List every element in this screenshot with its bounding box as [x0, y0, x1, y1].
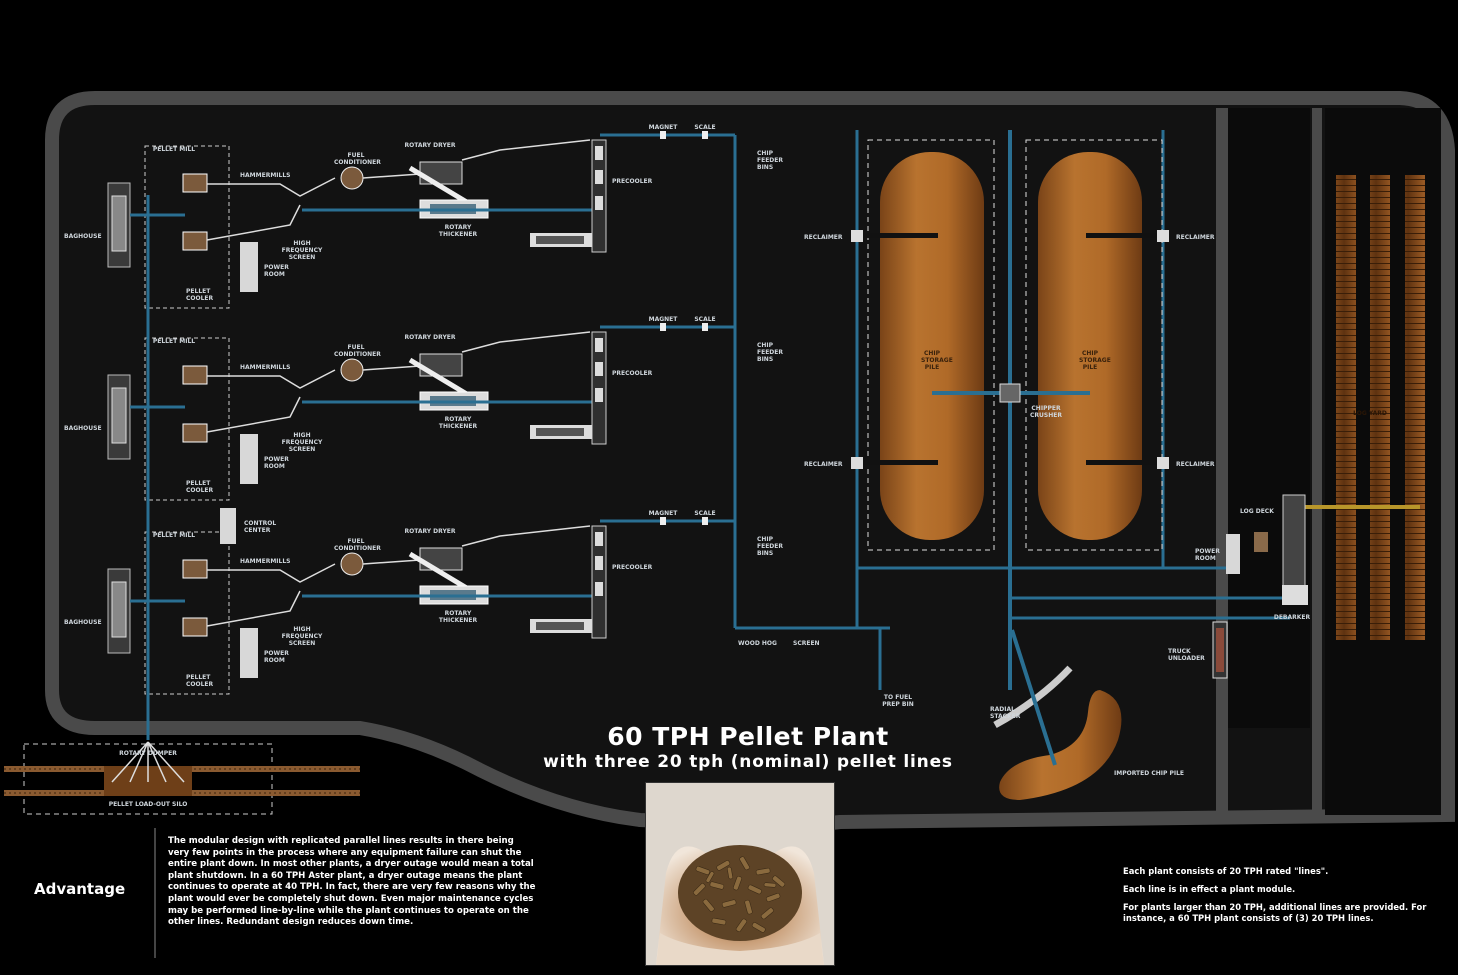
rotary-thickener-label: ROTARY THICKENER: [438, 610, 478, 624]
pellet-mill-label: PELLET MILL: [152, 338, 196, 345]
reclaimer-label: RECLAIMER: [1176, 461, 1215, 468]
rotary-thickener-label: ROTARY THICKENER: [438, 416, 478, 430]
precooler-label: PRECOOLER: [612, 370, 653, 377]
baghouse-label: BAGHOUSE: [64, 233, 102, 240]
chip-feeder-bins-label: CHIP FEEDER BINS: [757, 150, 783, 171]
magnet-label: MAGNET: [648, 510, 678, 517]
pellet-mill-label: PELLET MILL: [152, 532, 196, 539]
note-2: Each line is in effect a plant module.: [1123, 884, 1296, 894]
magnet-label: MAGNET: [648, 316, 678, 323]
rotary-dryer-label: ROTARY DRYER: [404, 334, 456, 341]
fuel-conditioner-label: FUEL CONDITIONER: [334, 152, 381, 166]
power-room-label: POWER ROOM: [264, 456, 289, 470]
baghouse-label: BAGHOUSE: [64, 619, 102, 626]
reclaimer-label: RECLAIMER: [804, 234, 843, 241]
chip-pile-label: CHIP STORAGE PILE: [921, 350, 953, 371]
pellet-mill-label: PELLET MILL: [152, 146, 196, 153]
advantage-text: The modular design with replicated paral…: [168, 836, 536, 928]
bark-fuel-label: TO FUEL PREP BIN: [882, 694, 914, 708]
pellet-line-2: [107, 323, 735, 501]
precooler-label: PRECOOLER: [612, 564, 653, 571]
log-yard-label: LOG YARD: [1353, 410, 1387, 417]
diagram-title: 60 TPH Pellet Plant: [607, 722, 889, 751]
high-frequency-screen-label: HIGH FREQUENCY SCREEN: [281, 432, 323, 453]
chip-pile-label: CHIP STORAGE PILE: [1079, 350, 1111, 371]
log-deck-label: LOG DECK: [1240, 508, 1274, 515]
chip-feeder-bins-label: CHIP FEEDER BINS: [757, 342, 783, 363]
rotary-thickener-label: ROTARY THICKENER: [438, 224, 478, 238]
screen-label: SCREEN: [793, 640, 820, 647]
note-3: For plants larger than 20 TPH, additiona…: [1123, 902, 1427, 923]
high-frequency-screen-label: HIGH FREQUENCY SCREEN: [281, 240, 323, 261]
hammermills-label: HAMMERMILLS: [240, 364, 291, 371]
pellets-in-hands-photo: [645, 782, 835, 966]
magnet-label: MAGNET: [648, 124, 678, 131]
pellet-load-out-label: PELLET LOAD-OUT SILO: [108, 801, 188, 808]
plant-notes: Each plant consists of 20 TPH rated "lin…: [1123, 866, 1428, 931]
scale-label: SCALE: [694, 316, 716, 323]
advantage-heading: Advantage: [34, 880, 126, 898]
wood-hog-label: WOOD HOG: [738, 640, 777, 647]
log-row-1: [1336, 175, 1356, 640]
yard-column: [1228, 108, 1310, 728]
imported-chip-pile-label: IMPORTED CHIP PILE: [1114, 770, 1185, 777]
control-center-label: CONTROL CENTER: [244, 520, 277, 534]
fuel-conditioner-label: FUEL CONDITIONER: [334, 344, 381, 358]
pellet-line-1: [107, 131, 735, 309]
baghouse-label: BAGHOUSE: [64, 425, 102, 432]
power-room-label-yard: POWER ROOM: [1195, 548, 1220, 562]
chipper-label: CHIPPER CRUSHER: [1030, 405, 1062, 419]
hammermills-label: HAMMERMILLS: [240, 172, 291, 179]
chip-storage-pile-1: [880, 152, 984, 540]
pellet-line-3: [107, 517, 735, 695]
pellet-cooler-label: PELLET COOLER: [186, 480, 214, 494]
pellet-cooler-label: PELLET COOLER: [186, 288, 214, 302]
diagram-subtitle: with three 20 tph (nominal) pellet lines: [543, 752, 953, 772]
rotary-dryer-label: ROTARY DRYER: [404, 142, 456, 149]
high-frequency-screen-label: HIGH FREQUENCY SCREEN: [281, 626, 323, 647]
log-row-2: [1370, 175, 1390, 640]
power-room-label: POWER ROOM: [264, 650, 289, 664]
note-1: Each plant consists of 20 TPH rated "lin…: [1123, 866, 1329, 876]
radial-stacker-label: RADIAL STACKER: [990, 706, 1021, 720]
rotary-dumper-label: ROTARY DUMPER: [119, 750, 177, 757]
debarker-label: DEBARKER: [1273, 614, 1311, 621]
reclaimer-label: RECLAIMER: [804, 461, 843, 468]
imported-chip-pile: [999, 690, 1122, 800]
pellet-cooler-label: PELLET COOLER: [186, 674, 214, 688]
chip-feeder-bins-label: CHIP FEEDER BINS: [757, 536, 783, 557]
control-center-box: [220, 508, 236, 544]
scale-label: SCALE: [694, 124, 716, 131]
power-room-label: POWER ROOM: [264, 264, 289, 278]
hammermills-label: HAMMERMILLS: [240, 558, 291, 565]
chip-storage-pile-2: [1038, 152, 1142, 540]
fuel-conditioner-label: FUEL CONDITIONER: [334, 538, 381, 552]
pellets-photo-illustration: [646, 783, 834, 965]
log-row-3: [1405, 175, 1425, 640]
reclaimer-label: RECLAIMER: [1176, 234, 1215, 241]
scale-label: SCALE: [694, 510, 716, 517]
precooler-label: PRECOOLER: [612, 178, 653, 185]
rotary-dryer-label: ROTARY DRYER: [404, 528, 456, 535]
truck-unloader-label: TRUCK UNLOADER: [1168, 648, 1205, 662]
